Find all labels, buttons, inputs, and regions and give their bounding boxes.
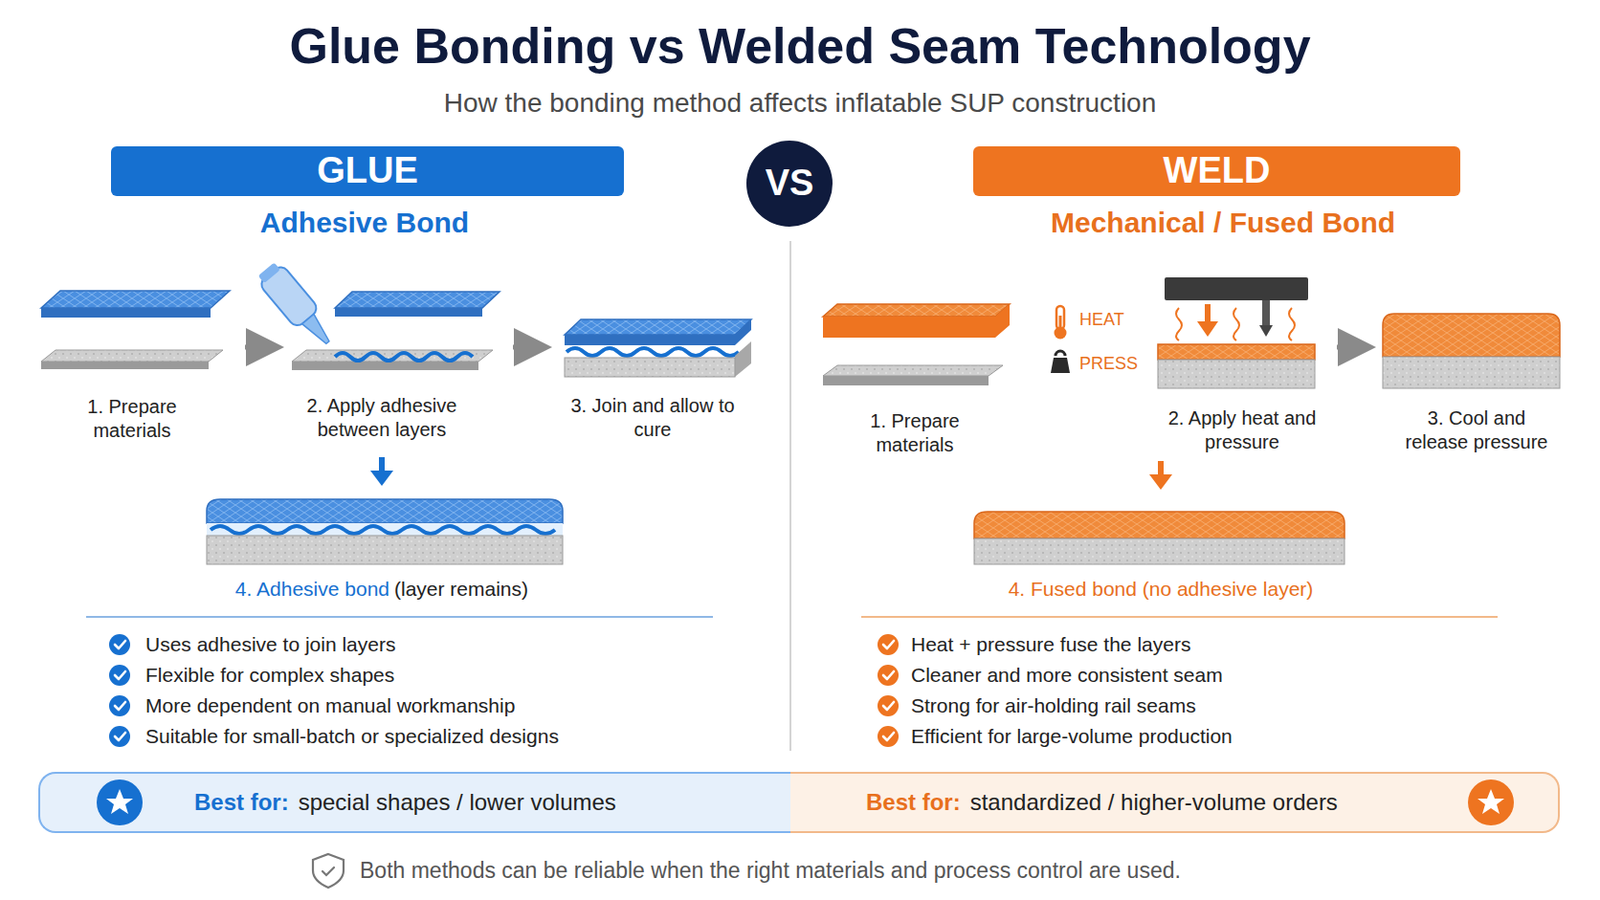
feature-item: Uses adhesive to join layers (145, 632, 396, 658)
feature-item: Suitable for small-batch or specialized … (145, 724, 559, 750)
node-title: VS (765, 160, 815, 207)
feature-item: Strong for air-holding rail seams (911, 693, 1197, 719)
vs-circle: VS (746, 140, 833, 227)
icon-label: HEAT (1079, 309, 1125, 332)
step-label: 4. Adhesive bond (235, 577, 390, 602)
node-title: Best for: (866, 788, 961, 818)
caption: Both methods can be reliable when the ri… (359, 857, 1181, 886)
feature-item: Flexible for complex shapes (145, 663, 395, 689)
best-for-band: Best for: special shapes / lower volumes (38, 772, 791, 834)
node-title: WELD (1163, 148, 1271, 195)
column-heading: Adhesive Bond (260, 204, 469, 242)
column-heading: Mechanical / Fused Bond (1050, 204, 1396, 242)
feature-item: Efficient for large-volume production (911, 724, 1233, 750)
step-label: 3. Join and allow to cure (564, 394, 742, 443)
feature-item: More dependent on manual workmanship (145, 693, 515, 719)
step-label: 4. Fused bond (no adhesive layer) (1008, 577, 1314, 602)
node-title: Best for: (194, 788, 289, 818)
icon-label: PRESS (1079, 353, 1138, 376)
header-band: GLUE (111, 146, 624, 197)
subtitle: How the bonding method affects inflatabl… (444, 86, 1157, 120)
feature-item: Cleaner and more consistent seam (911, 663, 1223, 689)
feature-item: Heat + pressure fuse the layers (911, 632, 1191, 658)
node-text: special shapes / lower volumes (298, 788, 617, 818)
title: Glue Bonding vs Welded Seam Technology (288, 15, 1311, 78)
step-note: (layer remains) (394, 577, 529, 602)
header-band: WELD (973, 146, 1461, 197)
step-label: 1. Prepare materials (72, 395, 193, 444)
step-label: 3. Cool and release pressure (1395, 406, 1558, 455)
node-text: standardized / higher-volume orders (970, 788, 1338, 818)
best-for-band: Best for: standardized / higher-volume or… (790, 772, 1560, 834)
step-label: 2. Apply adhesive between layers (286, 394, 478, 443)
step-label: 2. Apply heat and pressure (1168, 406, 1317, 455)
step-label: 1. Prepare materials (855, 409, 976, 458)
node-title: GLUE (316, 148, 419, 195)
